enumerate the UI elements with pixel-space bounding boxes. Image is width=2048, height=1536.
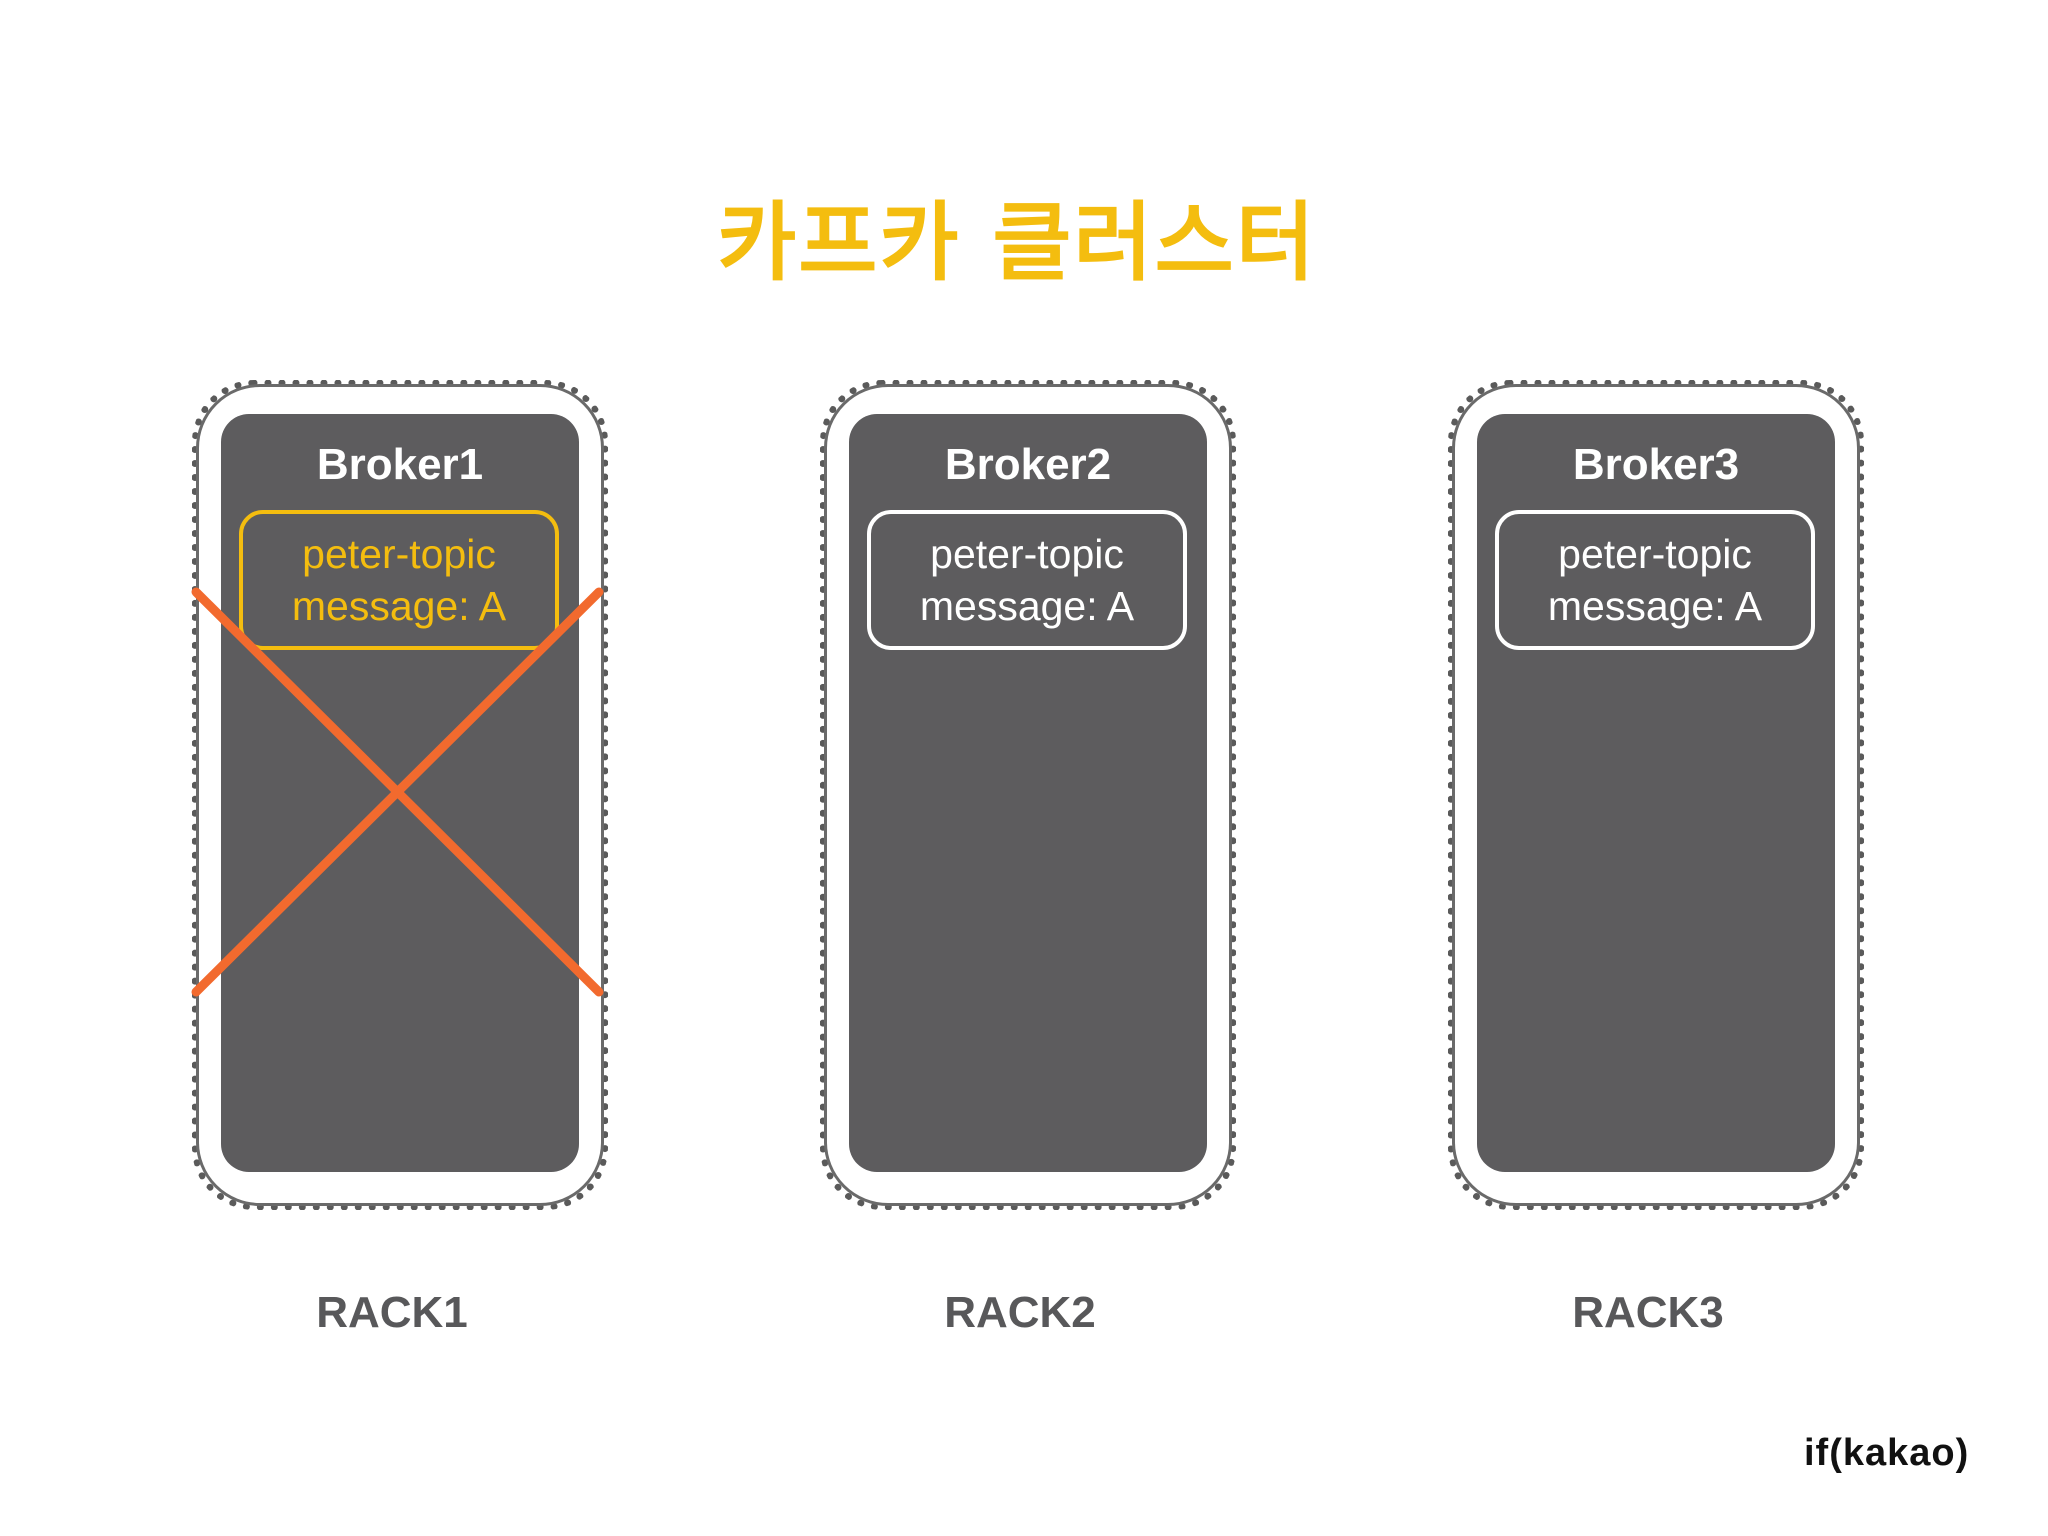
rack-1: Broker1 peter-topic message: A [191, 380, 608, 1210]
topic-message: message: A [919, 583, 1135, 629]
topic-box: peter-topic message: A [1495, 510, 1815, 650]
topic-message: message: A [291, 583, 507, 629]
cross-line-b [191, 587, 604, 997]
rack-2: Broker2 peter-topic message: A [820, 380, 1236, 1210]
broker-name: Broker3 [1572, 440, 1740, 489]
rack-label-1: RACK1 [316, 1288, 468, 1337]
rack-label-3: RACK3 [1572, 1288, 1724, 1337]
broker-1: Broker1 peter-topic message: A [221, 414, 579, 1172]
topic-box: peter-topic message: A [867, 510, 1187, 650]
topic-box: peter-topic message: A [239, 510, 559, 650]
broker-name: Broker2 [944, 440, 1112, 489]
broker-name: Broker1 [316, 440, 484, 489]
if-kakao-logo: if(kakao) [1804, 1432, 1970, 1474]
topic-message: message: A [1547, 583, 1763, 629]
failure-cross-icon [191, 587, 604, 997]
rack-label-2: RACK2 [944, 1288, 1096, 1337]
topic-name: peter-topic [1558, 531, 1752, 577]
topic-name: peter-topic [302, 531, 496, 577]
broker-2: Broker2 peter-topic message: A [849, 414, 1207, 1172]
rack-3: Broker3 peter-topic message: A [1448, 380, 1864, 1210]
diagram-title: 카프카 클러스터 [717, 193, 1317, 293]
broker-3: Broker3 peter-topic message: A [1477, 414, 1835, 1172]
topic-name: peter-topic [930, 531, 1124, 577]
